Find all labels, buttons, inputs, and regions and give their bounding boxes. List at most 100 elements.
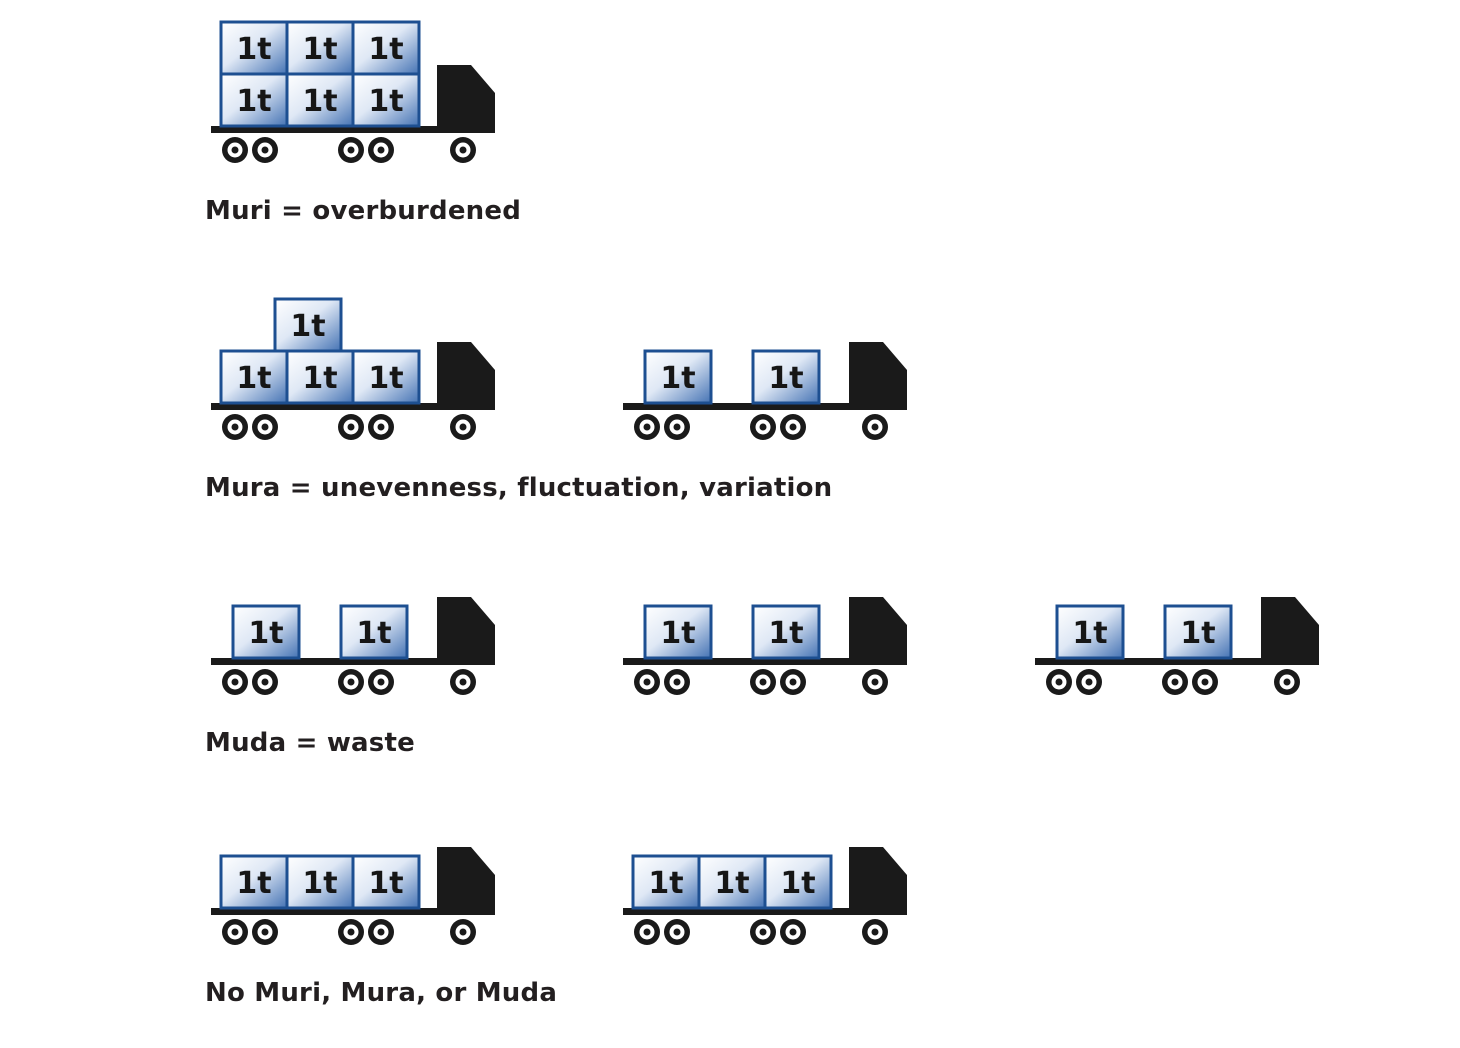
cargo-box-1t: 1t: [1055, 604, 1125, 660]
cargo-box-label: 1t: [248, 616, 283, 651]
cargo-box-1t: 1t: [351, 72, 421, 128]
cargo-box-label: 1t: [660, 361, 695, 396]
truck-spaced-2: 1t 1t: [623, 597, 907, 695]
row-label-mura: Mura = unevenness, fluctuation, variatio…: [205, 473, 833, 503]
wheel-icon: [252, 137, 278, 163]
wheel-icon: [450, 919, 476, 945]
truck-cab-icon: [849, 342, 907, 410]
cargo-box-label: 1t: [302, 32, 337, 67]
cargo-box-label: 1t: [768, 616, 803, 651]
row-label-muda: Muda = waste: [205, 728, 415, 758]
cargo-box-1t: 1t: [339, 604, 409, 660]
wheel-icon: [252, 414, 278, 440]
cargo-box-1t: 1t: [231, 604, 301, 660]
cargo-box-label: 1t: [356, 616, 391, 651]
wheel-icon: [252, 669, 278, 695]
wheel-icon: [1046, 669, 1072, 695]
truck-cab-icon: [437, 65, 495, 133]
truck-spaced-2: 1t 1t: [623, 342, 907, 440]
cargo-box-label: 1t: [302, 866, 337, 901]
truck-cab-icon: [437, 847, 495, 915]
truck-group-muda: 1t 1t 1t 1t 1t 1t: [205, 542, 1329, 712]
cargo-box-1t: 1t: [643, 349, 713, 405]
wheel-icon: [252, 919, 278, 945]
wheel-icon: [450, 669, 476, 695]
cargo-box-label: 1t: [236, 361, 271, 396]
truck-cab-icon: [437, 597, 495, 665]
truck-bed-icon: [623, 658, 851, 665]
wheel-icon: [222, 669, 248, 695]
cargo-box-1t: 1t: [285, 349, 355, 405]
cargo-box-1t: 1t: [351, 20, 421, 76]
wheel-icon: [1274, 669, 1300, 695]
truck-bed-icon: [211, 658, 439, 665]
wheel-icon: [750, 919, 776, 945]
truck-stack-3x2: 1t 1t 1t 1t 1t 1t: [211, 20, 495, 163]
truck-pyramid-4: 1t 1t 1t 1t: [211, 297, 495, 440]
cargo-box-1t: 1t: [751, 604, 821, 660]
wheel-icon: [368, 414, 394, 440]
cargo-box-1t: 1t: [285, 20, 355, 76]
cargo-box-label: 1t: [290, 309, 325, 344]
wheel-icon: [338, 137, 364, 163]
cargo-box-1t: 1t: [219, 20, 289, 76]
cargo-box-label: 1t: [368, 84, 403, 119]
cargo-box-label: 1t: [236, 84, 271, 119]
truck-bed-icon: [623, 403, 851, 410]
wheel-icon: [780, 919, 806, 945]
cargo-box-1t: 1t: [273, 297, 343, 353]
wheel-icon: [338, 919, 364, 945]
truck-spaced-2: 1t 1t: [1035, 597, 1319, 695]
cargo-box-label: 1t: [368, 361, 403, 396]
wheel-icon: [750, 414, 776, 440]
cargo-box-label: 1t: [302, 84, 337, 119]
wheel-icon: [1076, 669, 1102, 695]
wheel-icon: [780, 669, 806, 695]
truck-bed-icon: [1035, 658, 1263, 665]
cargo-box-label: 1t: [780, 866, 815, 901]
truck-cab-icon: [849, 847, 907, 915]
wheel-icon: [634, 414, 660, 440]
truck-group-muri: 1t 1t 1t 1t 1t 1t: [205, 10, 521, 180]
truck-row-3: 1t 1t 1t: [623, 847, 907, 945]
truck-group-no-muri-mura-muda: 1t 1t 1t 1t 1t 1t: [205, 792, 917, 962]
cargo-box-1t: 1t: [763, 854, 833, 910]
wheel-icon: [368, 919, 394, 945]
wheel-icon: [450, 137, 476, 163]
wheel-icon: [222, 919, 248, 945]
wheel-icon: [1192, 669, 1218, 695]
cargo-box-1t: 1t: [351, 349, 421, 405]
wheel-icon: [338, 669, 364, 695]
cargo-box-1t: 1t: [1163, 604, 1233, 660]
cargo-box-label: 1t: [648, 866, 683, 901]
truck-row-3: 1t 1t 1t: [211, 847, 495, 945]
wheel-icon: [862, 919, 888, 945]
cargo-box-label: 1t: [302, 361, 337, 396]
wheel-icon: [222, 137, 248, 163]
cargo-box-1t: 1t: [631, 854, 701, 910]
cargo-box-1t: 1t: [751, 349, 821, 405]
cargo-box-label: 1t: [714, 866, 749, 901]
cargo-box-label: 1t: [1180, 616, 1215, 651]
wheel-icon: [450, 414, 476, 440]
wheel-icon: [664, 919, 690, 945]
wheel-icon: [862, 669, 888, 695]
wheel-icon: [1162, 669, 1188, 695]
cargo-box-1t: 1t: [697, 854, 767, 910]
truck-bed-icon: [623, 908, 851, 915]
cargo-box-label: 1t: [368, 866, 403, 901]
cargo-box-1t: 1t: [219, 854, 289, 910]
truck-cab-icon: [849, 597, 907, 665]
cargo-box-label: 1t: [660, 616, 695, 651]
wheel-icon: [664, 669, 690, 695]
wheel-icon: [780, 414, 806, 440]
cargo-box-label: 1t: [368, 32, 403, 67]
truck-cab-icon: [437, 342, 495, 410]
truck-cab-icon: [1261, 597, 1319, 665]
cargo-box-1t: 1t: [643, 604, 713, 660]
